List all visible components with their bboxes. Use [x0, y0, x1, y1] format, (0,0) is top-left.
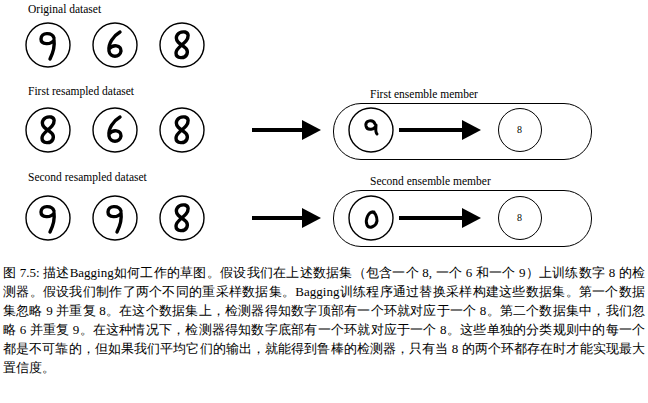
output-label: 8	[517, 212, 522, 224]
ensemble-member-box: Second ensemble member8	[333, 190, 592, 247]
digit-circle	[93, 23, 137, 67]
member-heading: First ensemble member	[370, 87, 478, 101]
digit-circle	[160, 196, 204, 240]
flow-arrow	[399, 120, 481, 140]
digit-circle	[93, 108, 137, 152]
output-circle: 8	[498, 108, 542, 152]
digit-circle	[26, 108, 70, 152]
member-heading: Second ensemble member	[370, 174, 491, 188]
figure-caption: 图 7.5: 描述Bagging如何工作的草图。假设我们在上述数据集（包含一个 …	[3, 263, 645, 377]
dataset-label: First resampled dataset	[28, 84, 134, 98]
digit-circle	[160, 108, 204, 152]
digit-circle	[93, 196, 137, 240]
dataset-label: Original dataset	[28, 2, 101, 16]
feature-circle	[349, 108, 393, 152]
digit-circle	[26, 196, 70, 240]
output-label: 8	[517, 124, 522, 136]
ensemble-member-box: First ensemble member8	[333, 103, 592, 160]
output-circle: 8	[498, 196, 542, 240]
flow-arrow	[252, 120, 321, 140]
flow-arrow	[252, 208, 321, 228]
digit-circle	[160, 23, 204, 67]
flow-arrow	[399, 208, 481, 228]
digit-circle	[26, 23, 70, 67]
feature-circle	[349, 196, 393, 240]
dataset-label: Second resampled dataset	[28, 170, 147, 184]
